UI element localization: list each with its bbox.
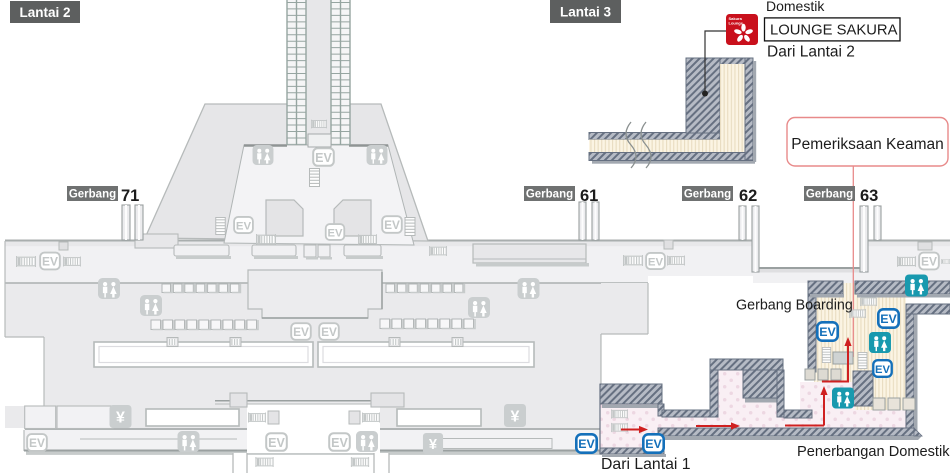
svg-text:Penerbangan Domestik: Penerbangan Domestik [797, 444, 950, 460]
svg-text:Dari Lantai 1: Dari Lantai 1 [601, 456, 691, 473]
svg-text:LOUNGE SAKURA: LOUNGE SAKURA [770, 23, 898, 39]
svg-text:Sakura: Sakura [729, 16, 743, 21]
svg-text:Gerbang: Gerbang [526, 189, 573, 201]
svg-text:Domestik: Domestik [766, 0, 825, 14]
svg-text:Dari Lantai 2: Dari Lantai 2 [767, 44, 855, 61]
svg-text:Gerbang: Gerbang [684, 189, 731, 201]
svg-text:Lantai 3: Lantai 3 [560, 4, 612, 19]
svg-text:Gerbang: Gerbang [806, 189, 853, 201]
svg-text:63: 63 [860, 187, 878, 205]
svg-text:Lantai 2: Lantai 2 [19, 5, 70, 20]
svg-text:Pemeriksaan Keaman: Pemeriksaan Keaman [791, 136, 944, 153]
svg-text:62: 62 [739, 187, 757, 205]
svg-text:61: 61 [580, 187, 598, 205]
svg-text:71: 71 [121, 187, 139, 205]
svg-text:Lounge: Lounge [729, 21, 744, 26]
svg-text:Gerbang: Gerbang [69, 189, 116, 201]
svg-text:Gerbang Boarding: Gerbang Boarding [736, 298, 853, 314]
